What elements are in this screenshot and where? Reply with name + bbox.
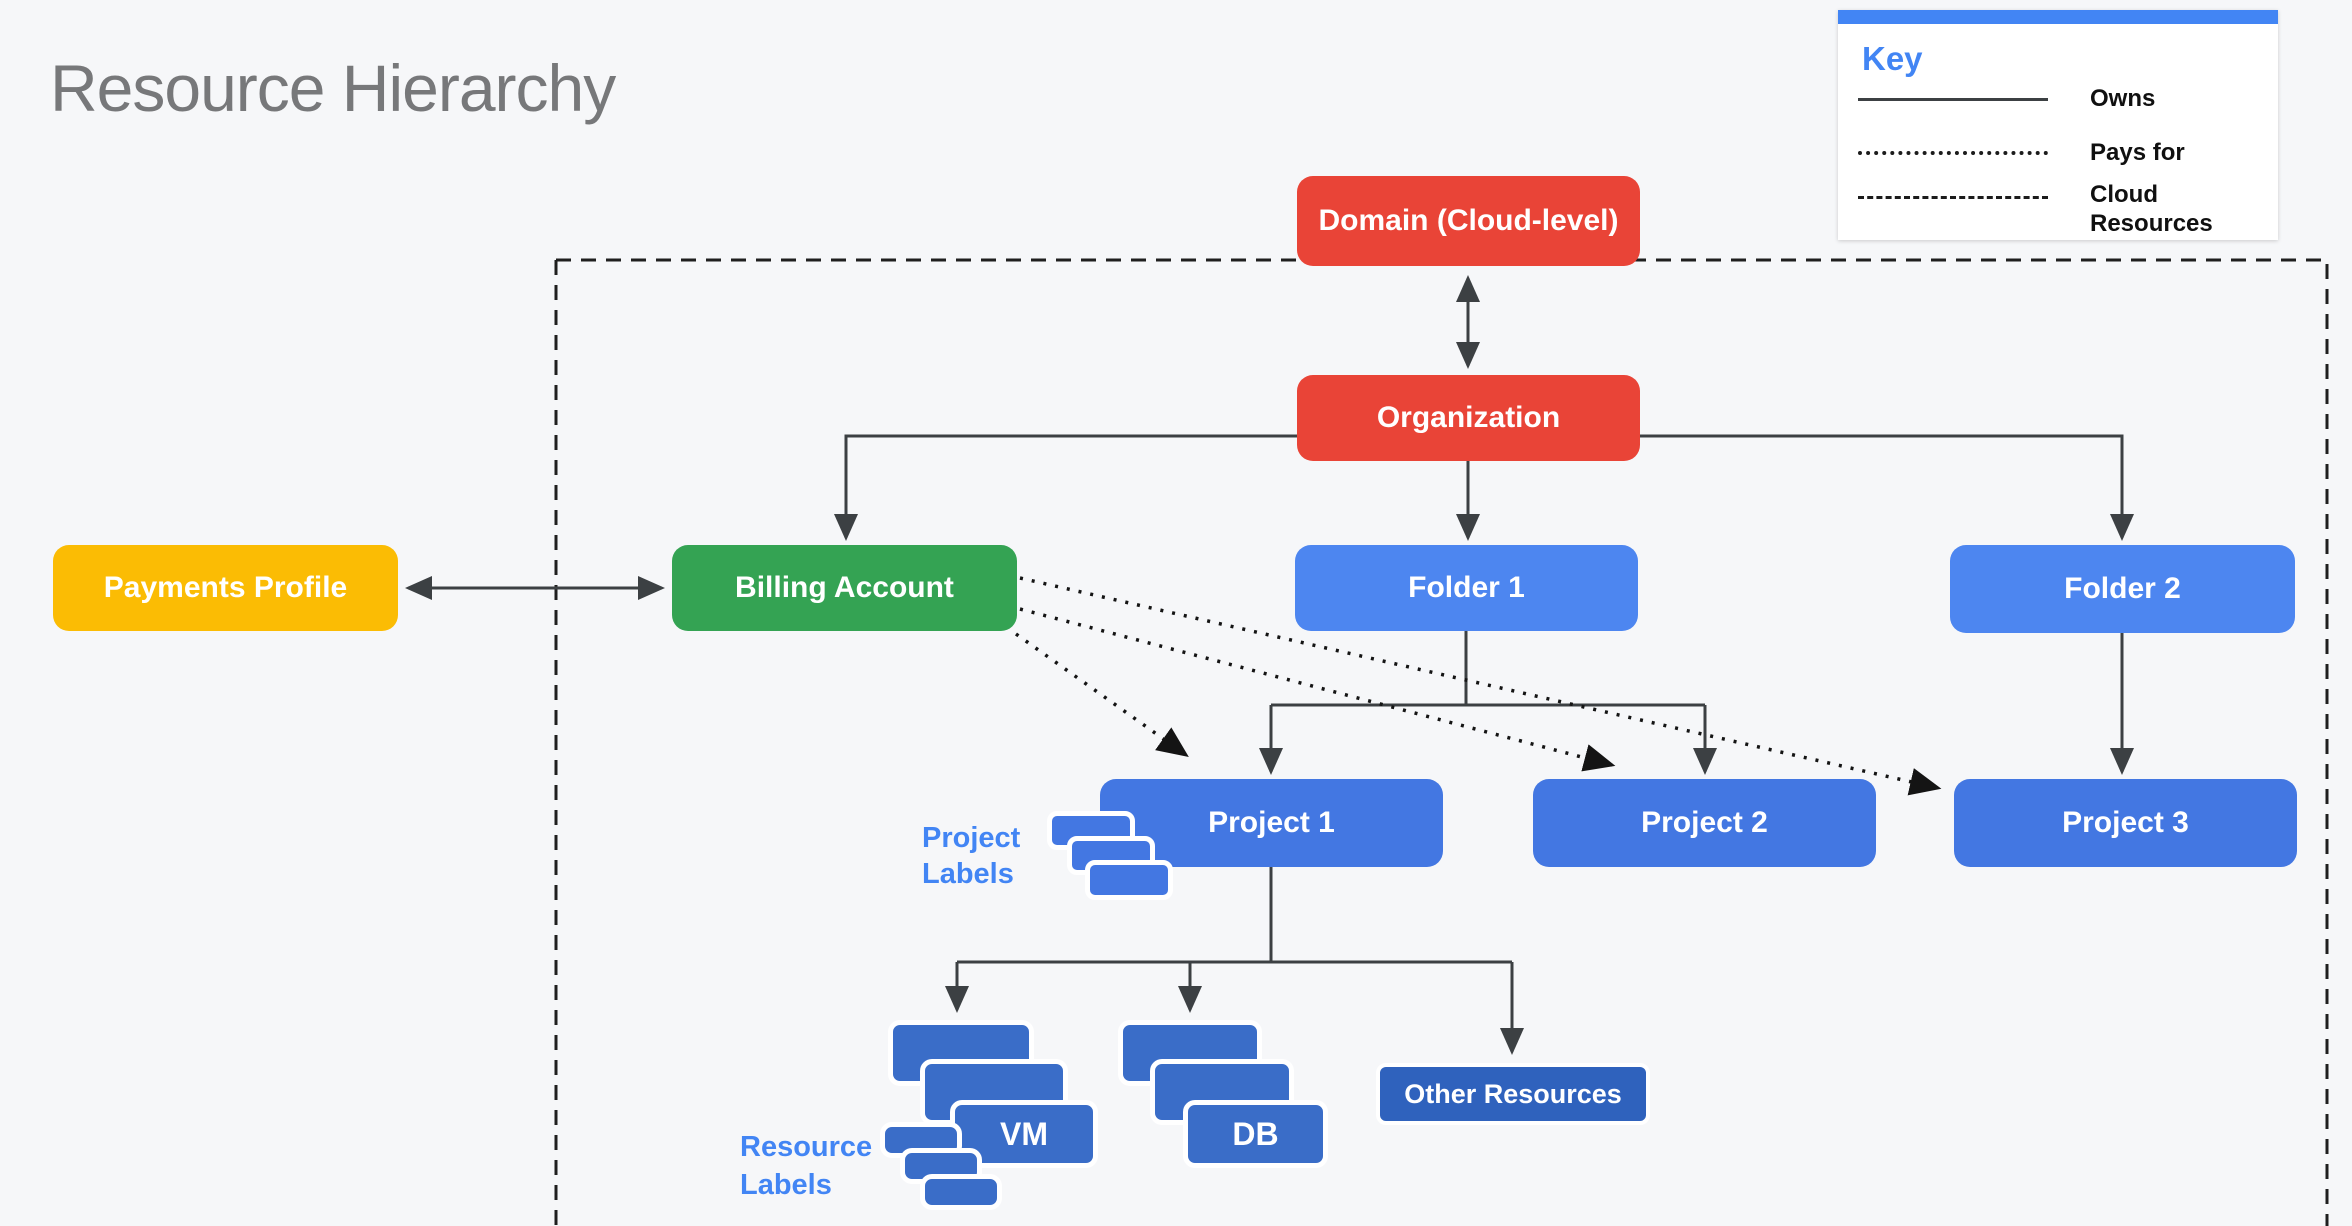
edge-folder1-branch (1271, 631, 1705, 707)
edge-organization-billing-account (834, 434, 1297, 541)
node-payments-profile: Payments Profile (53, 545, 398, 631)
node-domain: Domain (Cloud-level) (1297, 176, 1640, 266)
dashed-line-sample (1858, 196, 2048, 199)
node-project-2: Project 2 (1533, 779, 1876, 867)
vm-card-front: VM (950, 1100, 1098, 1168)
legend-card: Key Owns Pays for Cloud Resources (1838, 10, 2278, 240)
cloud-resources-boundary (554, 258, 2329, 1226)
edge-project1-branch (957, 867, 1512, 964)
edge-billing-project2-paysfor (1019, 607, 1616, 772)
project-labels-annotation: Project Labels (922, 822, 1021, 890)
node-folder-2: Folder 2 (1950, 545, 2295, 633)
resource-labels-annotation: Resource Labels (740, 1131, 873, 1201)
node-folder-1: Folder 1 (1295, 545, 1638, 631)
node-project-3: Project 3 (1954, 779, 2297, 867)
solid-line-sample (1858, 98, 2048, 101)
legend-accent-bar (1838, 10, 2278, 24)
page-title: Resource Hierarchy (50, 51, 616, 125)
node-other-resources: Other Resources (1376, 1063, 1650, 1125)
legend-label-owns: Owns (2090, 85, 2156, 112)
node-project-1: Project 1 (1100, 779, 1443, 867)
project-label-card (1085, 860, 1173, 900)
legend-title: Key (1862, 40, 1923, 77)
legend-label-cloud-resources: Cloud Resources (2090, 181, 2213, 237)
node-billing-account: Billing Account (672, 545, 1017, 631)
dotted-line-sample (1858, 151, 2048, 155)
legend-label-pays-for: Pays for (2090, 139, 2185, 166)
edge-organization-folder2 (1640, 434, 2134, 541)
node-organization: Organization (1297, 375, 1640, 461)
db-card-front: DB (1183, 1100, 1328, 1168)
resource-label-card (920, 1174, 1002, 1210)
edge-billing-project1-paysfor (1014, 632, 1189, 758)
edge-billing-project3-paysfor (1019, 576, 1942, 796)
